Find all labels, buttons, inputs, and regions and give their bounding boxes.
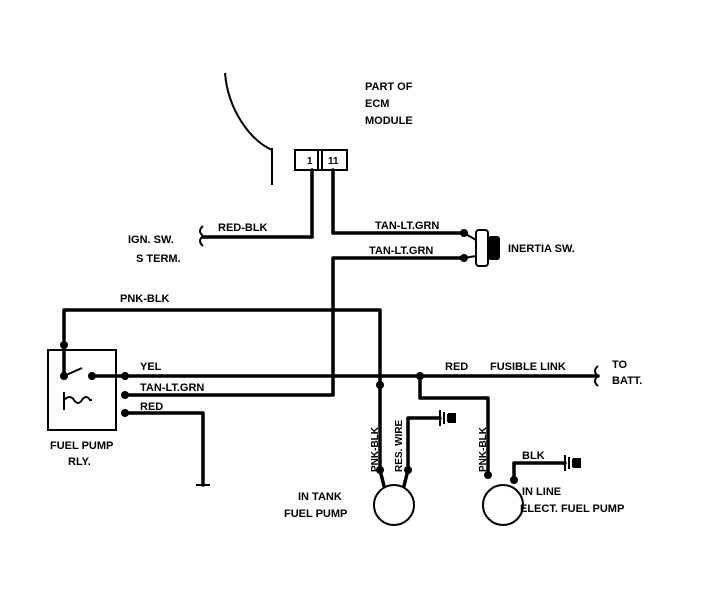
batt-label-2: BATT. xyxy=(612,375,642,387)
label-fusible-link: FUSIBLE LINK xyxy=(490,361,566,373)
ecm-pin-11: 11 xyxy=(328,156,339,167)
label-blk: BLK xyxy=(522,450,545,462)
ecm-pin-1: 1 xyxy=(307,156,313,167)
tank-pump-label-1: IN TANK xyxy=(298,491,342,503)
label-res-wire: RES. WIRE xyxy=(394,419,405,472)
inline-pump-label-2: ELECT. FUEL PUMP xyxy=(520,503,624,515)
wire-pnk-blk-top xyxy=(62,308,382,385)
label-yel: YEL xyxy=(140,361,162,373)
label-red-relay: RED xyxy=(140,401,163,413)
ign-sterm-label: S TERM. xyxy=(136,253,181,265)
label-pnk-blk-tank: PNK-BLK xyxy=(370,426,381,472)
ign-sw-label: IGN. SW. xyxy=(128,234,174,246)
fuel-pump-relay: FUEL PUMP RLY. xyxy=(47,341,117,468)
label-tan-lt-grn-mid: TAN-LT.GRN xyxy=(369,245,433,257)
in-tank-fuel-pump xyxy=(373,484,415,526)
label-red-fusible: RED xyxy=(445,361,468,373)
ecm-module: 1 11 PART OF ECM MODULE xyxy=(224,72,413,185)
wire-tan-lt-grn-mid xyxy=(123,256,466,397)
inline-pump-label-1: IN LINE xyxy=(522,486,561,498)
wire-pnk-blk-inline xyxy=(418,374,490,477)
ign-connector xyxy=(199,225,205,247)
wire-res xyxy=(406,416,442,472)
label-tan-lt-grn-top: TAN-LT.GRN xyxy=(375,220,439,232)
ecm-label-3: MODULE xyxy=(365,115,413,127)
ecm-label-1: PART OF xyxy=(365,81,413,93)
relay-label-2: RLY. xyxy=(68,456,91,468)
ecm-label-2: ECM xyxy=(365,98,389,110)
relay-box xyxy=(47,349,117,431)
batt-label-1: TO xyxy=(612,359,628,371)
tank-pump-label-2: FUEL PUMP xyxy=(284,508,347,520)
label-pnk-blk-top: PNK-BLK xyxy=(120,293,170,305)
label-pnk-blk-inline: PNK-BLK xyxy=(478,426,489,472)
inertia-switch: INERTIA SW. xyxy=(463,229,575,267)
relay-terminal-tan xyxy=(121,391,129,399)
batt-connector xyxy=(594,365,600,387)
wire-red-relay xyxy=(123,411,205,487)
relay-label-1: FUEL PUMP xyxy=(50,440,113,452)
inertia-terminal-bottom xyxy=(460,254,468,262)
label-red-blk: RED-BLK xyxy=(218,222,268,234)
label-tan-lt-grn-relay: TAN-LT.GRN xyxy=(140,382,204,394)
inertia-sw-label: INERTIA SW. xyxy=(508,243,575,255)
wire-blk xyxy=(512,461,567,482)
in-line-fuel-pump xyxy=(482,484,524,526)
